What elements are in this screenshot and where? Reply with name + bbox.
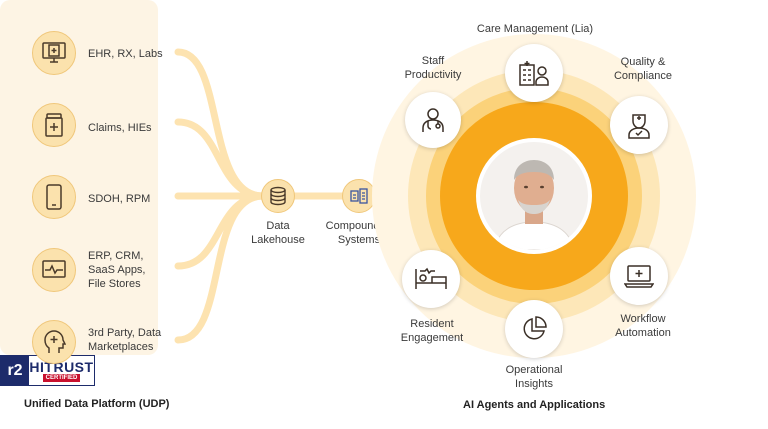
agent-care-node [505, 44, 563, 102]
source-third-party-label: 3rd Party, Data Marketplaces [88, 327, 162, 353]
pie-chart-icon [523, 316, 547, 340]
path-third-party [174, 192, 266, 344]
source-claims-label: Claims, HIEs [88, 122, 152, 134]
hitrust-certified: CERTIFIED [42, 373, 81, 382]
staff-doctor-icon [422, 108, 444, 132]
agent-staff-node [405, 92, 461, 148]
agent-insights-label: Operational Insights [505, 364, 563, 390]
source-sdoh-label: SDOH, RPM [88, 193, 151, 205]
source-erp-label: ERP, CRM, SaaS Apps, File Stores [88, 250, 146, 290]
footer-udp: Unified Data Platform (UDP) [24, 398, 170, 410]
hitrust-name: HITRUST [29, 358, 94, 375]
hitrust-prefix: r2 [1, 356, 29, 385]
footer-agents: AI Agents and Applications [463, 399, 606, 411]
source-erp [32, 248, 76, 292]
agent-workflow-node [610, 247, 668, 305]
lakehouse-label: Data Lakehouse [251, 220, 305, 246]
head-plus-icon [44, 330, 66, 353]
agent-staff-label: Staff Productivity [404, 55, 462, 81]
agent-workflow-label: Workflow Automation [615, 313, 671, 339]
agent-resident-node [402, 250, 460, 308]
ai-module-icon [350, 188, 368, 204]
agent-quality-node [610, 96, 668, 154]
hospital-person-icon [519, 61, 549, 86]
agent-insights-node [505, 300, 563, 358]
source-claims [32, 103, 76, 147]
agent-resident-label: Resident Engagement [400, 318, 464, 344]
heartbeat-monitor-icon [42, 260, 66, 278]
udp-panel [0, 0, 158, 355]
database-icon [270, 186, 286, 206]
source-sdoh [32, 175, 76, 219]
bed-icon [415, 267, 447, 289]
resident-photo [480, 142, 588, 250]
hitrust-badge: r2 HITRUST CERTIFIED [0, 355, 95, 386]
monitor-medical-icon [42, 42, 66, 63]
agent-care-label: Care Management (Lia) [476, 23, 594, 35]
compound-ai-node [342, 179, 376, 213]
medicine-bottle-icon [45, 113, 63, 137]
lakehouse-node [261, 179, 295, 213]
source-third-party [32, 320, 76, 364]
source-ehr-label: EHR, RX, Labs [88, 48, 163, 60]
source-ehr [32, 31, 76, 75]
smartphone-icon [46, 184, 62, 210]
path-claims [174, 118, 266, 200]
laptop-plus-icon [624, 265, 654, 288]
agent-quality-label: Quality & Compliance [613, 56, 673, 82]
nurse-compliance-icon [628, 114, 650, 139]
